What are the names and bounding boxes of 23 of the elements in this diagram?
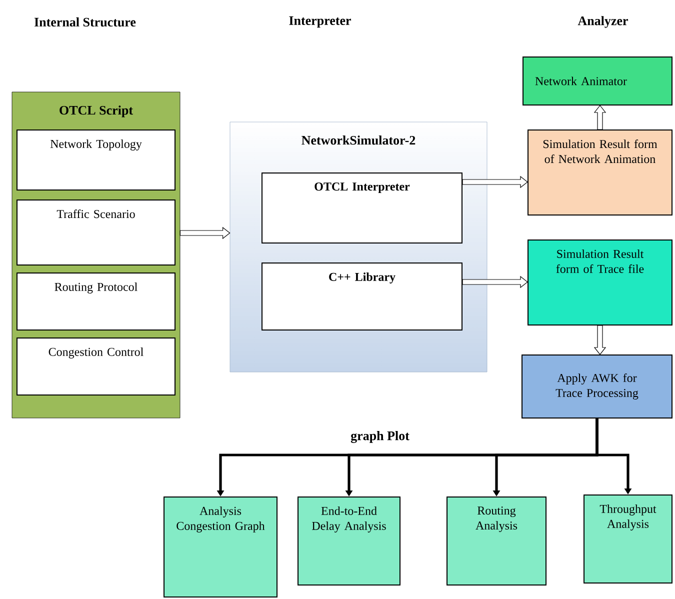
process-box: OTCL Interpreter — [262, 172, 462, 244]
arrow — [594, 105, 606, 130]
arrow — [180, 226, 230, 240]
process-box: Congestion Control — [16, 338, 176, 396]
process-box: Routing Protocol — [16, 272, 176, 330]
heading: graph Plot — [350, 431, 410, 443]
heading: Internal Structure — [34, 17, 136, 27]
process-box: C++ Library — [262, 262, 462, 330]
process-box: Network Topology — [16, 130, 176, 190]
process-box: End-to-End Delay Analysis — [298, 496, 400, 586]
heading: Interpreter — [289, 16, 351, 28]
arrow — [462, 176, 528, 188]
process-box: Traffic Scenario — [16, 200, 176, 266]
process-box: Network Animator — [522, 56, 672, 106]
process-box: Throughput Analysis — [584, 494, 672, 584]
arrow — [462, 276, 528, 288]
process-box: Analysis Congestion Graph — [164, 496, 278, 598]
arrow — [594, 325, 606, 355]
process-box: Apply AWK for Trace Processing — [522, 354, 672, 418]
process-box: Routing Analysis — [446, 496, 546, 586]
heading: Analyzer — [578, 16, 628, 28]
process-box: Simulation Result form of Network Animation — [528, 130, 672, 216]
process-box: Simulation Result form of Trace file — [528, 240, 672, 326]
